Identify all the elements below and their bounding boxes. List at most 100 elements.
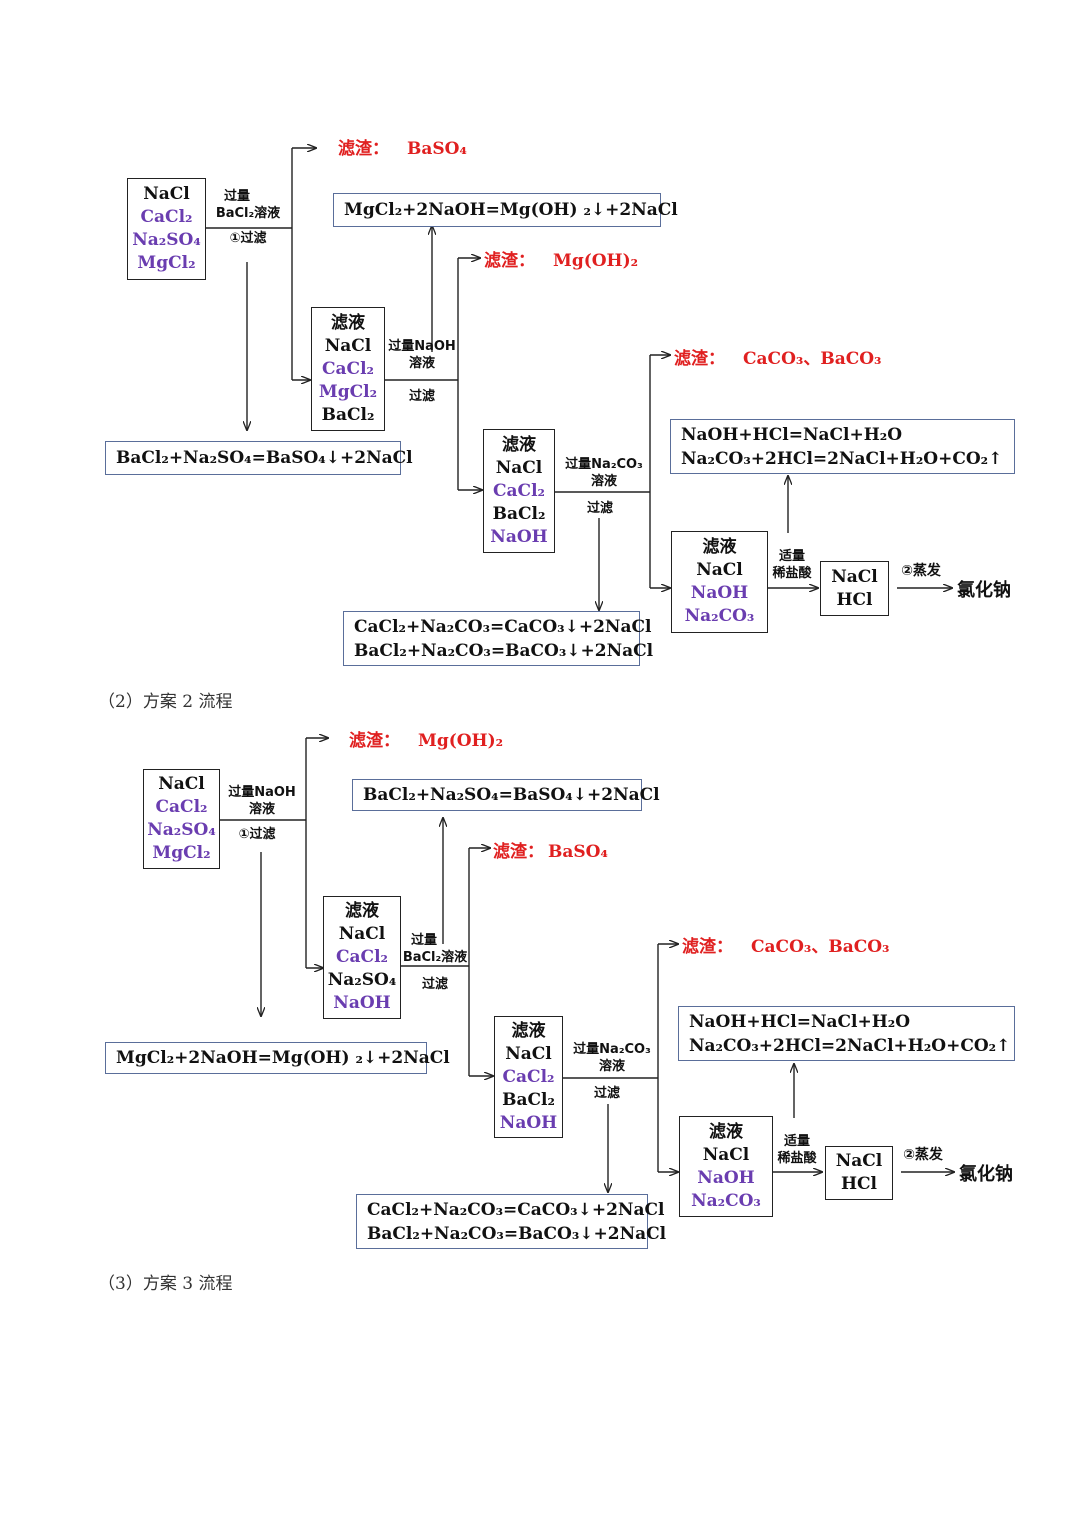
species: NaCl bbox=[158, 774, 205, 794]
species: NaCl bbox=[505, 1043, 552, 1064]
label-line: 过量 bbox=[410, 933, 437, 948]
label-line: 稀盐酸 bbox=[777, 1151, 817, 1166]
flow2-step2-label: 过量 BaCl₂溶液 过滤 bbox=[400, 932, 470, 993]
equation: CaCl₂+Na₂CO₃=CaCO₃↓+2NaCl bbox=[354, 616, 652, 637]
residue-key: 滤渣： bbox=[493, 842, 544, 862]
species: BaCl₂ bbox=[502, 1089, 555, 1110]
species: CaCl₂ bbox=[140, 207, 193, 227]
flow1-filtrate3-box: 滤液 NaCl NaOH Na₂CO₃ bbox=[671, 531, 768, 633]
equation: MgCl₂+2NaOH=Mg(OH) ₂↓+2NaCl bbox=[116, 1048, 450, 1068]
flow1-step1-label: 过量 BaCl₂溶液 ①过滤 bbox=[210, 188, 286, 247]
species: NaOH bbox=[490, 526, 548, 547]
caption-scheme-3: （3）方案 3 流程 bbox=[98, 1274, 233, 1294]
equation: BaCl₂+Na₂SO₄=BaSO₄↓+2NaCl bbox=[363, 785, 660, 805]
flow2-eq-hcl: NaOH+HCl=NaCl+H₂O Na₂CO₃+2HCl=2NaCl+H₂O+… bbox=[678, 1006, 1015, 1061]
flow1-residue2: 滤渣： Mg(OH)₂ bbox=[484, 246, 638, 271]
species: MgCl₂ bbox=[152, 843, 211, 863]
species: NaCl bbox=[696, 560, 743, 580]
flow2-step5-label: ②蒸发 bbox=[903, 1147, 943, 1163]
label-line: 溶液 bbox=[598, 1059, 625, 1074]
species: NaOH bbox=[697, 1167, 755, 1188]
flow1-step3-label: 过量Na₂CO₃ 溶液 过滤 bbox=[558, 456, 650, 517]
equation: BaCl₂+Na₂CO₃=BaCO₃↓+2NaCl bbox=[367, 1223, 667, 1244]
label-line: 过滤 bbox=[586, 501, 613, 516]
label-line: 过量 bbox=[223, 189, 250, 204]
label-line: BaCl₂溶液 bbox=[215, 206, 281, 221]
flow1-eq-carbonate: CaCl₂+Na₂CO₃=CaCO₃↓+2NaCl BaCl₂+Na₂CO₃=B… bbox=[343, 611, 654, 666]
species: HCl bbox=[840, 1174, 878, 1194]
flow1-start-box: NaCl CaCl₂ Na₂SO₄ MgCl₂ bbox=[127, 178, 206, 280]
flow2-residue1: 滤渣：Mg(OH)₂ bbox=[349, 726, 503, 751]
residue-key: 滤渣： bbox=[338, 139, 389, 159]
equation: NaOH+HCl=NaCl+H₂O bbox=[681, 424, 903, 445]
species: Na₂SO₄ bbox=[147, 820, 216, 840]
species: BaCl₂ bbox=[492, 503, 546, 524]
label-line: 过量NaOH bbox=[388, 339, 456, 354]
flow1-step2-label: 过量NaOH 溶液 过滤 bbox=[384, 338, 460, 405]
label-line: 过量NaOH bbox=[228, 785, 296, 800]
residue-value: BaSO₄ bbox=[407, 139, 467, 159]
flow2-step1-label: 过量NaOH 溶液 ①过滤 bbox=[222, 784, 302, 843]
label-line: ①过滤 bbox=[229, 231, 267, 246]
label-line: BaCl₂溶液 bbox=[402, 950, 468, 965]
species: Na₂CO₃ bbox=[691, 1190, 761, 1211]
flow1-filtrate2-box: 滤液 NaCl CaCl₂ BaCl₂ NaOH bbox=[483, 429, 555, 553]
species: NaCl bbox=[831, 566, 878, 587]
flow2-eq1: BaCl₂+Na₂SO₄=BaSO₄↓+2NaCl bbox=[352, 779, 660, 811]
equation: Na₂CO₃+2HCl=2NaCl+H₂O+CO₂↑ bbox=[681, 448, 1003, 469]
species: NaCl bbox=[143, 184, 190, 204]
filtrate-header: 滤液 bbox=[709, 1121, 743, 1142]
species: NaCl bbox=[338, 924, 386, 944]
species: MgCl₂ bbox=[318, 381, 378, 402]
flow1-residue1: 滤渣： BaSO₄ bbox=[338, 134, 467, 159]
filtrate-header: 滤液 bbox=[345, 901, 379, 921]
species: NaOH bbox=[333, 993, 391, 1013]
filtrate-header: 滤液 bbox=[331, 312, 365, 333]
flow2-eq-bottom-left: MgCl₂+2NaOH=Mg(OH) ₂↓+2NaCl bbox=[105, 1042, 450, 1074]
species: Na₂CO₃ bbox=[684, 606, 755, 626]
label-line: 适量 bbox=[778, 549, 805, 564]
filtrate-header: 滤液 bbox=[511, 1020, 546, 1041]
equation: BaCl₂+Na₂CO₃=BaCO₃↓+2NaCl bbox=[354, 640, 654, 661]
equation: CaCl₂+Na₂CO₃=CaCO₃↓+2NaCl bbox=[367, 1199, 665, 1220]
species: CaCl₂ bbox=[322, 358, 374, 379]
flow2-residue3: 滤渣： CaCO₃、BaCO₃ bbox=[682, 932, 890, 957]
flow2-product: 氯化钠 bbox=[959, 1164, 1013, 1185]
flow2-start-box: NaCl CaCl₂ Na₂SO₄ MgCl₂ bbox=[143, 769, 220, 869]
flow2-step3-label: 过量Na₂CO₃ 溶液 过滤 bbox=[566, 1041, 658, 1102]
species: Na₂SO₄ bbox=[327, 970, 397, 990]
flow1-final-box: NaCl HCl bbox=[820, 561, 889, 616]
label-line: 过量Na₂CO₃ bbox=[573, 1042, 651, 1057]
flow2-filtrate2-box: 滤液 NaCl CaCl₂ BaCl₂ NaOH bbox=[494, 1016, 563, 1138]
flow2-filtrate1-box: 滤液 NaCl CaCl₂ Na₂SO₄ NaOH bbox=[323, 896, 401, 1019]
flow2-step4-label: 适量 稀盐酸 bbox=[771, 1133, 823, 1167]
residue-value: CaCO₃、BaCO₃ bbox=[743, 349, 882, 369]
species: NaCl bbox=[495, 457, 543, 478]
species: MgCl₂ bbox=[137, 253, 196, 273]
label-line: 过滤 bbox=[593, 1086, 620, 1101]
residue-key: 滤渣： bbox=[682, 937, 733, 957]
label-line: 稀盐酸 bbox=[772, 566, 812, 581]
filtrate-header: 滤液 bbox=[502, 434, 536, 455]
label-line: 溶液 bbox=[248, 802, 275, 817]
flow2-residue2: 滤渣：BaSO₄ bbox=[493, 837, 608, 862]
flow1-filtrate1-box: 滤液 NaCl CaCl₂ MgCl₂ BaCl₂ bbox=[311, 307, 385, 431]
residue-value: CaCO₃、BaCO₃ bbox=[751, 937, 890, 957]
label-line: ①过滤 bbox=[238, 827, 276, 842]
residue-value: Mg(OH)₂ bbox=[418, 731, 504, 751]
species: BaCl₂ bbox=[321, 404, 375, 425]
equation: NaOH+HCl=NaCl+H₂O bbox=[689, 1011, 911, 1032]
equation: MgCl₂+2NaOH=Mg(OH) ₂↓+2NaCl bbox=[344, 200, 678, 220]
label-line: 溶液 bbox=[408, 356, 435, 371]
species: HCl bbox=[836, 589, 873, 610]
filtrate-header: 滤液 bbox=[702, 537, 737, 557]
species: NaCl bbox=[324, 335, 372, 356]
flow1-product: 氯化钠 bbox=[957, 580, 1011, 601]
label-line: 溶液 bbox=[590, 474, 617, 489]
residue-value: Mg(OH)₂ bbox=[553, 251, 639, 271]
residue-key: 滤渣： bbox=[484, 251, 535, 271]
label-line: 过滤 bbox=[421, 977, 448, 992]
flow1-eq-hcl: NaOH+HCl=NaCl+H₂O Na₂CO₃+2HCl=2NaCl+H₂O+… bbox=[670, 419, 1015, 474]
flow2-final-box: NaCl HCl bbox=[825, 1146, 893, 1200]
